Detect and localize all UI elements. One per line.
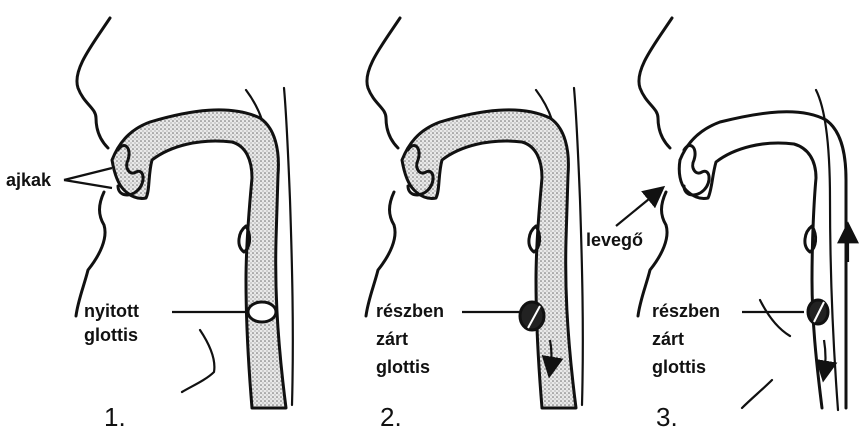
lips-pointer-1b	[64, 180, 112, 188]
head-profile-3	[638, 18, 838, 410]
lips-pointer-1a	[64, 168, 112, 180]
glottis-label-3-line1: részben	[652, 301, 720, 321]
air-label: levegő	[586, 230, 643, 250]
panel-3: levegő részben zárt glottis 3.	[586, 18, 848, 432]
glottis-label-2-line2: zárt	[376, 329, 408, 349]
glottis-label-1-line1: nyitott	[84, 301, 139, 321]
glottis-partial-2	[520, 302, 544, 330]
glottis-label-2-line3: glottis	[376, 357, 430, 377]
panel-2: részben zárt glottis 2.	[366, 18, 583, 432]
panel-number-3: 3.	[656, 402, 678, 432]
glottis-label-3-line3: glottis	[652, 357, 706, 377]
panel-1: ajkak nyitott glottis 1.	[6, 18, 293, 432]
glottis-open-1	[248, 302, 276, 322]
vocal-tract-1	[112, 110, 286, 408]
lips-label: ajkak	[6, 170, 52, 190]
glottis-label-1-line2: glottis	[84, 325, 138, 345]
glottis-label-2-line1: részben	[376, 301, 444, 321]
panel-number-1: 1.	[104, 402, 126, 432]
airflow-down-arrow-3	[824, 340, 826, 376]
air-arrow	[616, 190, 660, 226]
glottis-label-3-line2: zárt	[652, 329, 684, 349]
panel-number-2: 2.	[380, 402, 402, 432]
